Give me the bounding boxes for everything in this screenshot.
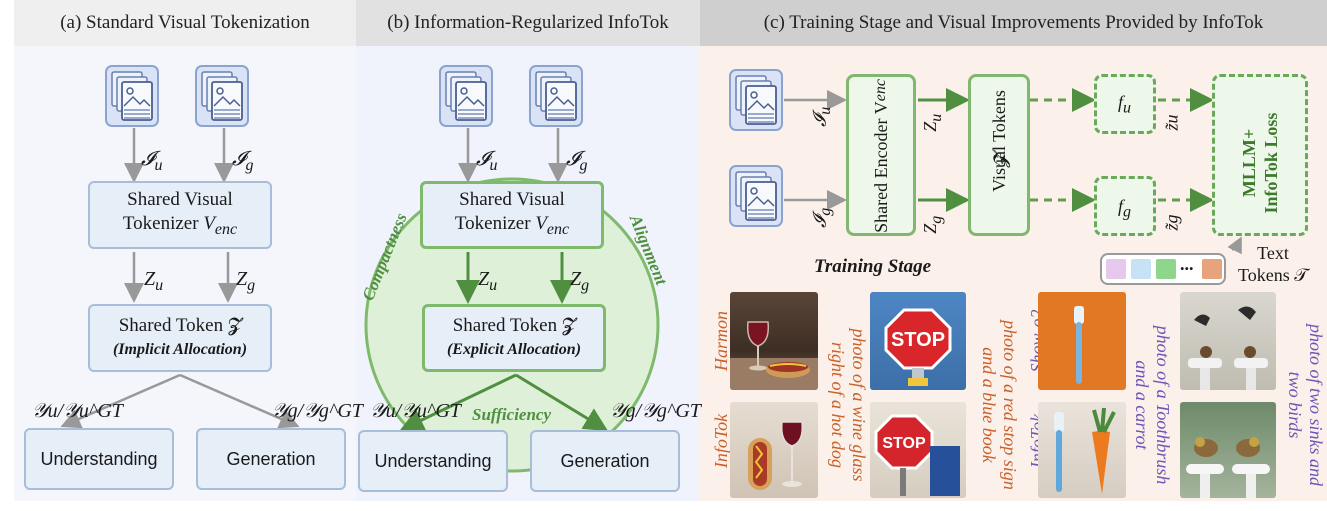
text-token: [1131, 259, 1151, 279]
infotok-toothbrush-carrot-image: [1038, 402, 1126, 498]
svg-text:STOP: STOP: [891, 329, 945, 351]
panel-a-header: (a) Standard Visual Tokenization: [14, 0, 356, 46]
infotok-stop-sign-image: STOP: [870, 402, 966, 498]
mllm-infotok-loss-label: MLLM+InfoTok Loss: [1239, 112, 1281, 214]
image-stack-icon: [195, 65, 249, 127]
image-stack-icon: [729, 69, 783, 131]
understanding-box: Understanding: [358, 430, 508, 492]
wine-glass-hotdog-illustration: [730, 321, 818, 390]
sinks-birds-illustration: [1188, 306, 1268, 390]
z-g-label: Zg: [570, 268, 590, 294]
image-stack-icon: [105, 65, 159, 127]
training-stage-label: Training Stage: [814, 256, 932, 277]
z-g-label: Zg: [920, 215, 945, 234]
mllm-infotok-loss-box: [1212, 74, 1308, 236]
wine-glass-hotdog-illustration: [748, 421, 804, 490]
shared-token-box: Shared Token 𝓩 (Implicit Allocation): [88, 304, 272, 372]
visual-tokens-box: [968, 74, 1030, 236]
y-u-label: 𝒴u/𝒴u^GT: [32, 400, 123, 422]
z-u-tilde-label: z̃u: [1161, 114, 1182, 131]
image-stack-icon: [439, 65, 493, 127]
shared-visual-tokenizer-box: Shared Visual Tokenizer Venc: [88, 181, 272, 249]
toothbrush-illustration: [1074, 306, 1084, 384]
show-o2-sinks-birds-image: [1180, 292, 1276, 390]
harmon-wine-hotdog-image: [730, 292, 818, 390]
toothbrush-carrot-illustration: [1054, 407, 1116, 494]
z-g-tilde-label: z̃g: [1161, 214, 1182, 231]
svg-text:STOP: STOP: [882, 435, 926, 452]
text-token: [1106, 259, 1126, 279]
input-u-label: 𝓘u: [476, 148, 498, 174]
visual-tokens-symbol: 𝓩: [989, 154, 1010, 168]
z-g-label: Zg: [236, 268, 256, 294]
infotok-sinks-birds-image: [1180, 402, 1276, 498]
panel-b-header: (b) Information-Regularized InfoTok: [356, 0, 700, 46]
z-u-label: Zu: [478, 268, 498, 294]
y-u-label: 𝒴u/𝒴u^GT: [370, 400, 461, 422]
input-g-label: 𝓘g: [566, 148, 588, 174]
z-u-label: Zu: [920, 113, 945, 132]
f-g-label: fg: [1118, 196, 1132, 221]
image-stack-icon: [729, 165, 783, 227]
text-token: [1202, 259, 1222, 279]
understanding-box: Understanding: [24, 428, 174, 490]
input-u-label: 𝓘u: [809, 106, 834, 127]
y-g-label: 𝒴g/𝒴g^GT: [272, 400, 363, 422]
f-u-box: [1094, 74, 1156, 134]
f-u-label: fu: [1118, 92, 1132, 117]
visual-tokens-label: Visual Tokens: [988, 90, 1009, 192]
show-o2-toothbrush-image: [1038, 292, 1126, 390]
stop-sign-illustration: STOP: [874, 414, 960, 496]
sufficiency-label: Sufficiency: [472, 405, 552, 424]
text-token-ellipsis: ...: [1180, 254, 1194, 274]
infotok-label: InfoTok: [710, 413, 731, 469]
shared-visual-tokenizer-box: Shared Visual Tokenizer Venc: [420, 181, 604, 249]
generation-box: Generation: [196, 428, 346, 490]
image-stack-icon: [529, 65, 583, 127]
harmon-stop-sign-image: STOP: [870, 292, 966, 390]
f-g-box: [1094, 176, 1156, 236]
text-token: [1156, 259, 1176, 279]
input-g-label: 𝓘g: [232, 148, 254, 174]
stop-sign-illustration: STOP: [884, 308, 952, 386]
panel-c-header: (c) Training Stage and Visual Improvemen…: [700, 0, 1327, 46]
infotok-wine-hotdog-image: [730, 402, 818, 498]
y-g-label: 𝒴g/𝒴g^GT: [610, 400, 701, 422]
generation-box: Generation: [530, 430, 680, 492]
z-u-label: Zu: [144, 268, 164, 294]
harmon-label: Harmon: [710, 311, 731, 372]
input-g-label: 𝓘g: [809, 207, 834, 228]
sinks-birds-illustration: [1186, 437, 1270, 498]
shared-token-box: Shared Token 𝓩 (Explicit Allocation): [422, 304, 606, 372]
text-tokens-label: Text Tokens 𝒯: [1238, 243, 1309, 285]
input-u-label: 𝓘u: [141, 148, 163, 174]
shared-encoder-box: [846, 74, 916, 236]
